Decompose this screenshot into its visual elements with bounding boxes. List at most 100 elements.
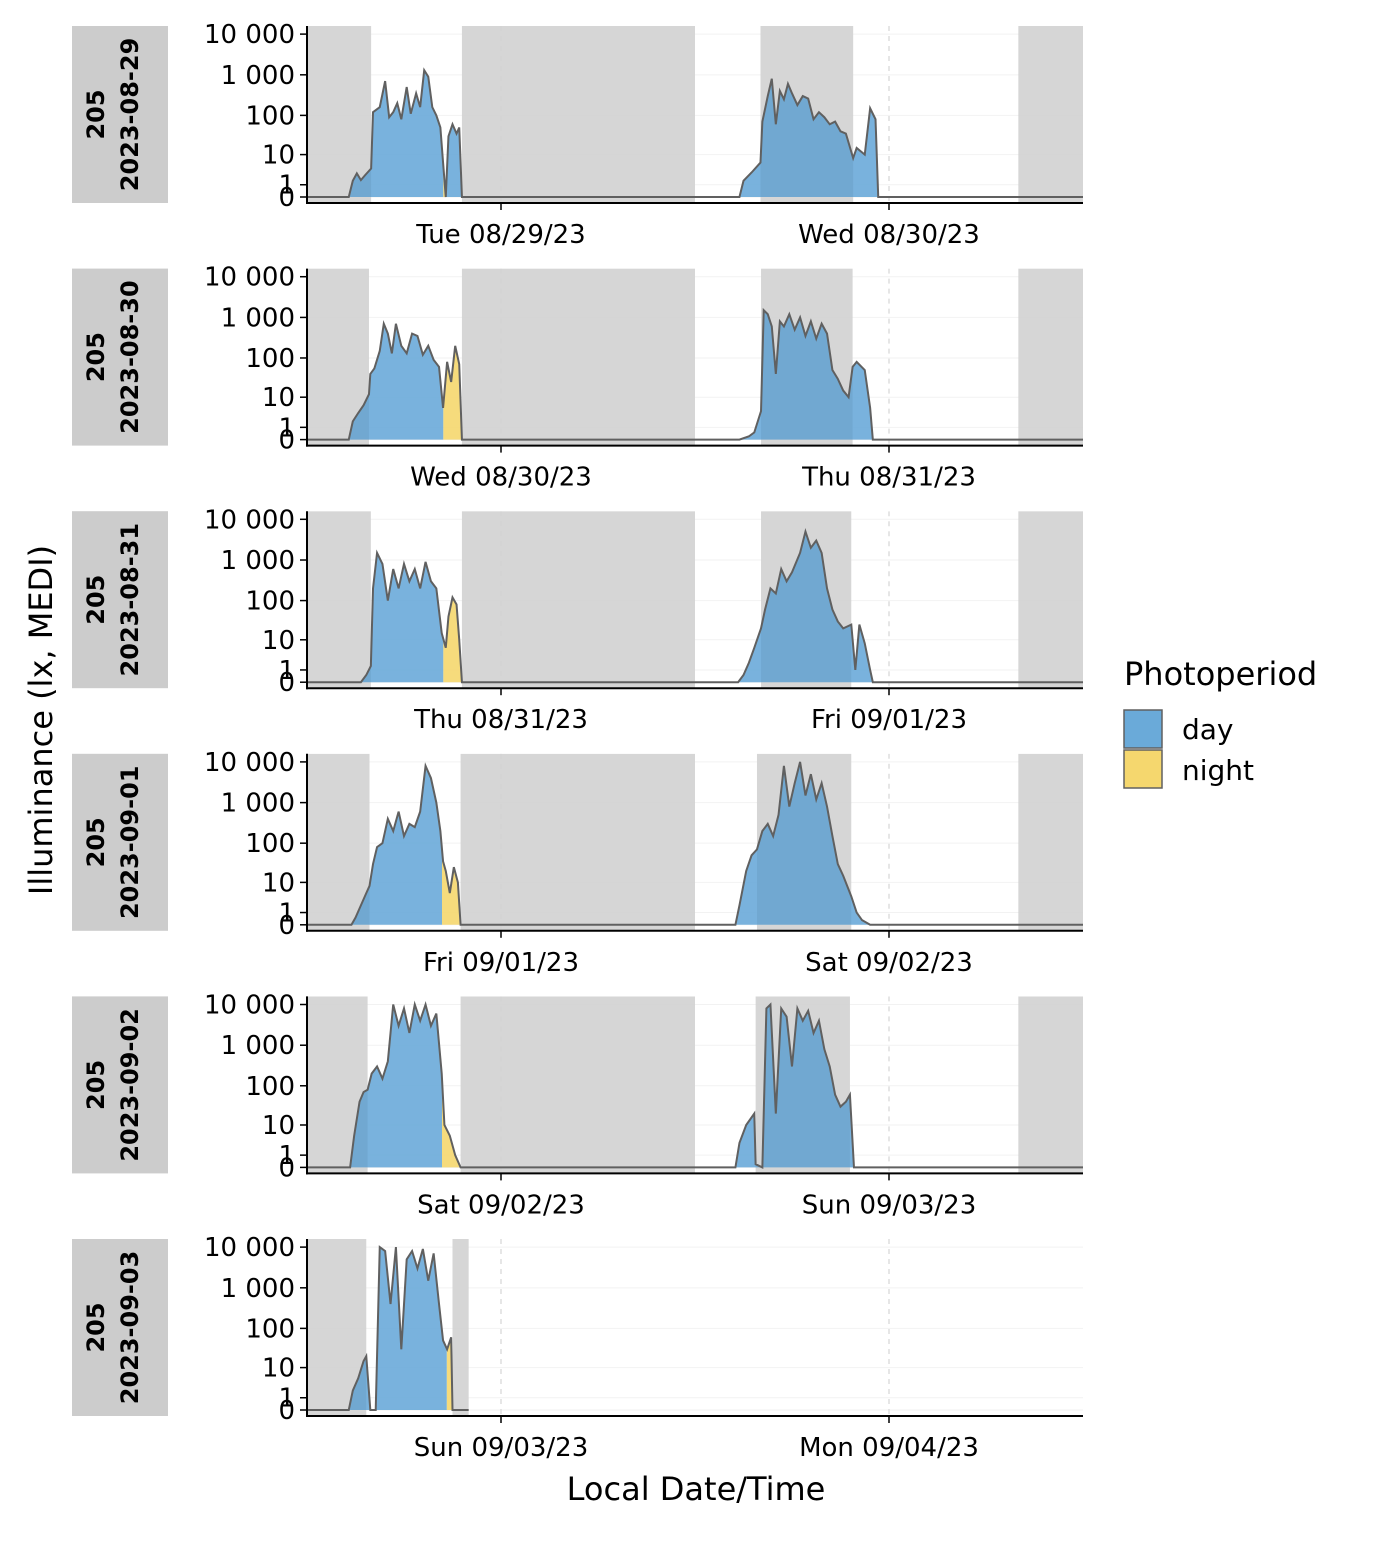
y-tick-label: 10: [262, 868, 295, 898]
strip-id-label: 205: [82, 1302, 110, 1352]
dark-period-overlay: [461, 268, 695, 446]
night-area: [441, 1075, 461, 1168]
y-tick-label: 1: [278, 413, 295, 443]
y-tick-label: 10 000: [204, 505, 295, 535]
dark-period-band: [1018, 268, 1083, 446]
panel-body: [307, 511, 1083, 689]
strip-id-label: 205: [82, 817, 110, 867]
dark-period-overlay: [1018, 511, 1083, 689]
panel-body: [307, 753, 1083, 931]
y-tick-label: 100: [245, 829, 295, 859]
dark-period-band: [307, 753, 370, 931]
dark-period-overlay: [756, 753, 852, 931]
illuminance-line: [307, 307, 1083, 441]
dark-period-overlay: [1018, 268, 1083, 446]
day-area: [762, 1004, 854, 1168]
legend-title: Photoperiod: [1124, 655, 1317, 693]
y-tick-label: 1: [278, 1141, 295, 1171]
y-tick-label: 1: [278, 899, 295, 929]
y-tick-label: 0: [278, 911, 295, 941]
day-area: [348, 1356, 371, 1410]
dark-period-overlay: [307, 996, 368, 1174]
day-area: [348, 323, 444, 440]
x-tick-label: Wed 08/30/23: [798, 220, 980, 250]
dark-period-overlay: [307, 753, 370, 931]
y-tick-label: 0: [278, 183, 295, 213]
dark-period-overlay: [460, 996, 695, 1174]
legend-key-night: [1123, 749, 1163, 789]
dark-period-band: [1018, 996, 1083, 1174]
x-tick-label: Sat 09/02/23: [417, 1190, 585, 1220]
dark-period-band: [460, 753, 695, 931]
x-tick-label: Fri 09/01/23: [423, 948, 579, 978]
day-area: [735, 1113, 763, 1168]
legend-key-day: [1123, 709, 1163, 749]
x-tick-label: Mon 09/04/23: [799, 1433, 979, 1463]
dark-period-band: [461, 26, 695, 203]
y-tick-label: 100: [245, 1314, 295, 1344]
day-area: [445, 124, 462, 197]
y-tick-label: 10: [262, 141, 295, 171]
day-area: [735, 761, 871, 925]
strip-date-label: 2023-09-01: [116, 766, 144, 920]
y-tick-label: 1: [278, 1384, 295, 1414]
facet-strip: [72, 511, 168, 689]
dark-period-band: [460, 996, 695, 1174]
y-tick-label: 1 000: [221, 546, 295, 576]
dark-period-overlay: [761, 511, 852, 689]
dark-period-overlay: [307, 1239, 367, 1416]
x-tick-label: Thu 08/31/23: [413, 705, 588, 735]
y-tick-label: 1 000: [221, 303, 295, 333]
day-area: [348, 70, 444, 197]
x-tick-label: Thu 08/31/23: [801, 463, 976, 493]
strip-date-label: 2023-08-30: [116, 280, 144, 434]
y-tick-label: 10: [262, 1354, 295, 1384]
illuminance-line: [307, 1000, 1083, 1169]
dark-period-overlay: [1018, 753, 1083, 931]
panel-body: [307, 268, 1083, 446]
y-tick-label: 10 000: [204, 991, 295, 1021]
x-tick-label: Tue 08/29/23: [415, 220, 585, 250]
facet-strip: [72, 753, 168, 931]
dark-period-overlay: [307, 511, 371, 689]
legend-label-night: night: [1182, 754, 1254, 787]
y-tick-label: 1 000: [221, 61, 295, 91]
strip-id-label: 205: [82, 89, 110, 139]
x-tick-label: Sun 09/03/23: [414, 1433, 589, 1463]
y-tick-label: 1 000: [221, 789, 295, 819]
dark-period-overlay: [755, 996, 850, 1174]
dark-period-overlay: [461, 511, 695, 689]
dark-period-overlay: [1018, 996, 1083, 1174]
y-tick-label: 0: [278, 1396, 295, 1426]
panel-body: [307, 996, 1083, 1174]
facet-strip: [72, 268, 168, 446]
y-tick-label: 100: [245, 101, 295, 131]
dark-period-overlay: [452, 1239, 469, 1416]
y-tick-label: 10 000: [204, 20, 295, 50]
dark-period-band: [461, 268, 695, 446]
y-tick-label: 0: [278, 426, 295, 456]
y-tick-label: 1: [278, 656, 295, 686]
legend-label-day: day: [1182, 713, 1234, 746]
dark-period-overlay: [307, 268, 369, 446]
dark-period-overlay: [461, 26, 695, 203]
strip-id-label: 205: [82, 1060, 110, 1110]
dark-period-overlay: [460, 753, 695, 931]
dark-period-band: [1018, 26, 1083, 203]
y-tick-label: 1 000: [221, 1274, 295, 1304]
y-tick-label: 0: [278, 1153, 295, 1183]
y-tick-label: 10 000: [204, 748, 295, 778]
facet-strip: [72, 26, 168, 203]
illuminance-line: [307, 528, 1083, 684]
